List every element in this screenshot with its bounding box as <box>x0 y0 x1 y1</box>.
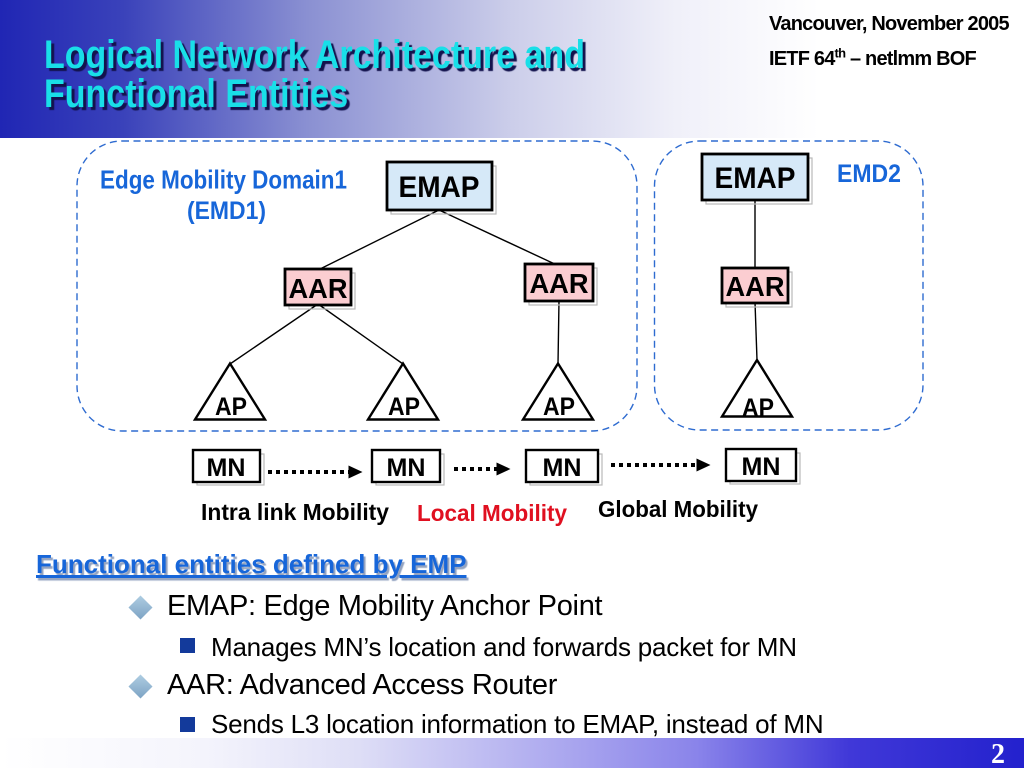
svg-text:EMAP: EMAP <box>399 171 480 204</box>
svg-text:MN: MN <box>742 453 781 481</box>
svg-text:AP: AP <box>543 393 575 421</box>
svg-text:(EMD1): (EMD1) <box>187 197 266 225</box>
svg-text:MN: MN <box>543 454 582 482</box>
svg-text:AAR: AAR <box>726 271 785 302</box>
svg-text:AAR: AAR <box>530 268 589 299</box>
svg-text:AP: AP <box>215 393 247 421</box>
svg-text:AAR: AAR <box>289 273 348 304</box>
svg-text:Local Mobility: Local Mobility <box>417 500 567 526</box>
svg-text:AP: AP <box>388 393 420 421</box>
svg-text:AP: AP <box>742 394 774 422</box>
svg-text:Global Mobility: Global Mobility <box>598 496 758 522</box>
svg-text:Edge Mobility Domain1: Edge Mobility Domain1 <box>100 165 347 195</box>
svg-text:MN: MN <box>207 454 246 482</box>
svg-text:MN: MN <box>387 454 426 482</box>
svg-text:EMAP: EMAP <box>715 162 796 195</box>
svg-text:Intra link Mobility: Intra link Mobility <box>201 499 389 525</box>
svg-text:EMD2: EMD2 <box>837 160 901 188</box>
